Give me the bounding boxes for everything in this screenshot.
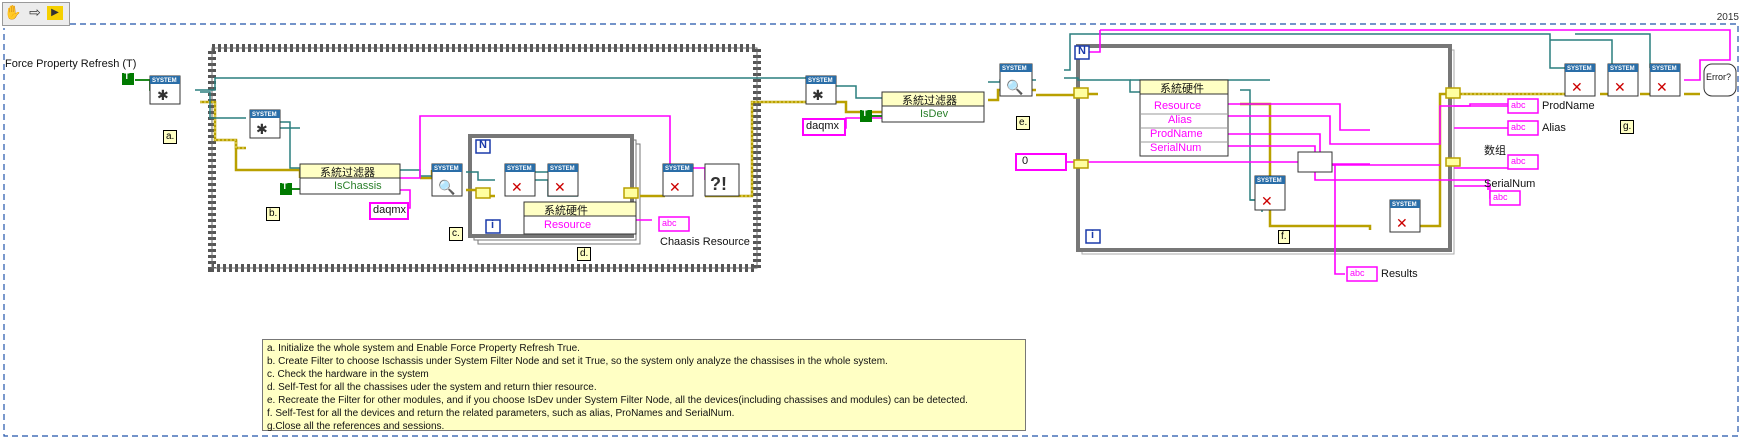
array-label: 数组 [1484, 145, 1506, 157]
tool-icon[interactable]: ▶ [47, 6, 63, 20]
abc-indicator-alias: abc [1511, 122, 1526, 132]
svg-text:🔍: 🔍 [1006, 78, 1023, 96]
shift-registers [475, 87, 1461, 199]
abc-indicator-prodname: abc [1511, 100, 1526, 110]
prodname-label: ProdName [1542, 100, 1595, 112]
svg-text:SYSTEM: SYSTEM [1392, 202, 1417, 208]
svg-text:✱: ✱ [157, 87, 169, 103]
bool-const-b[interactable]: T [282, 181, 288, 191]
zero-constant[interactable]: 0 [1022, 155, 1029, 167]
step-label-a: a. [163, 130, 178, 144]
step-label-d: d. [577, 247, 592, 261]
loop-counters [475, 45, 1101, 244]
abc-indicator-serialnum: abc [1493, 192, 1508, 202]
note-line-b: b. Create Filter to choose Ischassis und… [267, 356, 888, 367]
note-line-c: c. Check the hardware in the system [267, 369, 429, 380]
abc-indicator-results: abc [1350, 268, 1365, 278]
loop-f-N: N [1078, 45, 1086, 57]
toolbar: ✋ ⇨ ▶ [2, 2, 70, 26]
svg-text:✕: ✕ [1614, 79, 1626, 95]
serialnum-label: SerialNum [1484, 178, 1536, 190]
svg-text:✕: ✕ [669, 179, 681, 195]
force-refresh-label: Force Property Refresh (T) [5, 58, 137, 70]
svg-text:SYSTEM: SYSTEM [1610, 66, 1635, 72]
abc-indicators [658, 98, 1539, 282]
svg-text:SYSTEM: SYSTEM [152, 78, 177, 84]
svg-text:✕: ✕ [1261, 193, 1273, 209]
svg-text:✱: ✱ [256, 121, 268, 137]
error-node-label: Error? [1706, 72, 1732, 82]
svg-text:SYSTEM: SYSTEM [1652, 66, 1677, 72]
note-line-g: g.Close all the references and sessions. [267, 421, 445, 432]
daqmx-constant-1[interactable]: daqmx [373, 204, 407, 216]
hw-node-2-title: 系統硬件 [1160, 83, 1204, 95]
step-label-g: g. [1620, 120, 1635, 134]
step-label-b: b. [266, 207, 281, 221]
error-wires-dots [200, 93, 1572, 197]
daqmx-constant-2[interactable]: daqmx [806, 120, 840, 132]
flat-sequence-left [208, 44, 761, 272]
alias-label: Alias [1542, 122, 1566, 134]
hw-node-2-prop-alias[interactable]: Alias [1168, 114, 1192, 126]
note-line-e: e. Recreate the Filter for other modules… [267, 395, 968, 406]
hw-node-2-prop-resource[interactable]: Resource [1154, 100, 1202, 112]
step-label-f: f. [1278, 230, 1290, 244]
svg-text:✕: ✕ [1656, 79, 1668, 95]
node-glyphs: ✱ ✱ 🔍 ✕ ✕ ✕ ?! ✱ 🔍 ✕ ✕ ✕ ✕ ✕ [157, 78, 1668, 231]
system-nodes [149, 63, 1737, 233]
svg-text:✕: ✕ [1571, 79, 1583, 95]
abc-indicator-1: abc [662, 218, 677, 228]
bool-constants [122, 73, 872, 195]
svg-text:SYSTEM: SYSTEM [434, 166, 459, 172]
step-label-c: c. [449, 227, 463, 241]
diagram-frame [3, 23, 1739, 437]
filter-node-2-title: 系統过滤器 [902, 95, 957, 107]
svg-text:SYSTEM: SYSTEM [507, 166, 532, 172]
bool-const-e[interactable]: T [862, 108, 868, 118]
note-line-f: f. Self-Test for all the devices and ret… [267, 408, 735, 419]
hw-node-1-title: 系統硬件 [544, 205, 588, 217]
string-constants [369, 118, 1067, 220]
hw-node-2-prop-serialnum[interactable]: SerialNum [1150, 142, 1202, 154]
svg-text:SYSTEM: SYSTEM [1257, 178, 1282, 184]
svg-text:SYSTEM: SYSTEM [252, 112, 277, 118]
results-label: Results [1381, 268, 1418, 280]
svg-text:✕: ✕ [554, 179, 566, 195]
property-node-boxes [299, 79, 1229, 235]
note-line-a: a. Initialize the whole system and Enabl… [267, 343, 580, 354]
abc-indicator-array: abc [1511, 156, 1526, 166]
loop-f-i: i [1091, 229, 1095, 241]
filter-node-2-prop[interactable]: IsDev [920, 108, 949, 120]
svg-text:?!: ?! [710, 174, 727, 194]
svg-text:SYSTEM: SYSTEM [808, 78, 833, 84]
hw-node-2-prop-prodname[interactable]: ProdName [1150, 128, 1203, 140]
filter-node-1-title: 系統过滤器 [320, 167, 375, 179]
chassis-resource-label: Chaasis Resource [660, 236, 750, 248]
svg-text:✕: ✕ [511, 179, 523, 195]
loop-d-i: i [491, 219, 495, 231]
step-label-e: e. [1016, 116, 1031, 130]
hand-icon[interactable]: ✋ [4, 5, 22, 21]
svg-text:SYSTEM: SYSTEM [1002, 66, 1027, 72]
note-line-d: d. Self-Test for all the chassises uder … [267, 382, 597, 393]
system-tags: SYSTEM SYSTEM SYSTEM SYSTEM SYSTEM SYSTE… [152, 66, 1677, 208]
filter-node-1-prop[interactable]: IsChassis [334, 180, 382, 192]
loop-d-N: N [479, 139, 487, 151]
svg-text:SYSTEM: SYSTEM [550, 166, 575, 172]
svg-text:SYSTEM: SYSTEM [1567, 66, 1592, 72]
svg-text:✕: ✕ [1396, 215, 1408, 231]
hw-node-1-prop[interactable]: Resource [544, 219, 592, 231]
version-label: 2015 [1716, 12, 1739, 23]
arrow-icon[interactable]: ⇨ [29, 5, 41, 21]
svg-text:SYSTEM: SYSTEM [665, 166, 690, 172]
comment-note: a. Initialize the whole system and Enabl… [262, 339, 1026, 432]
svg-text:✱: ✱ [812, 87, 824, 103]
bool-const-a[interactable]: T [124, 71, 130, 81]
svg-text:🔍: 🔍 [438, 178, 455, 196]
